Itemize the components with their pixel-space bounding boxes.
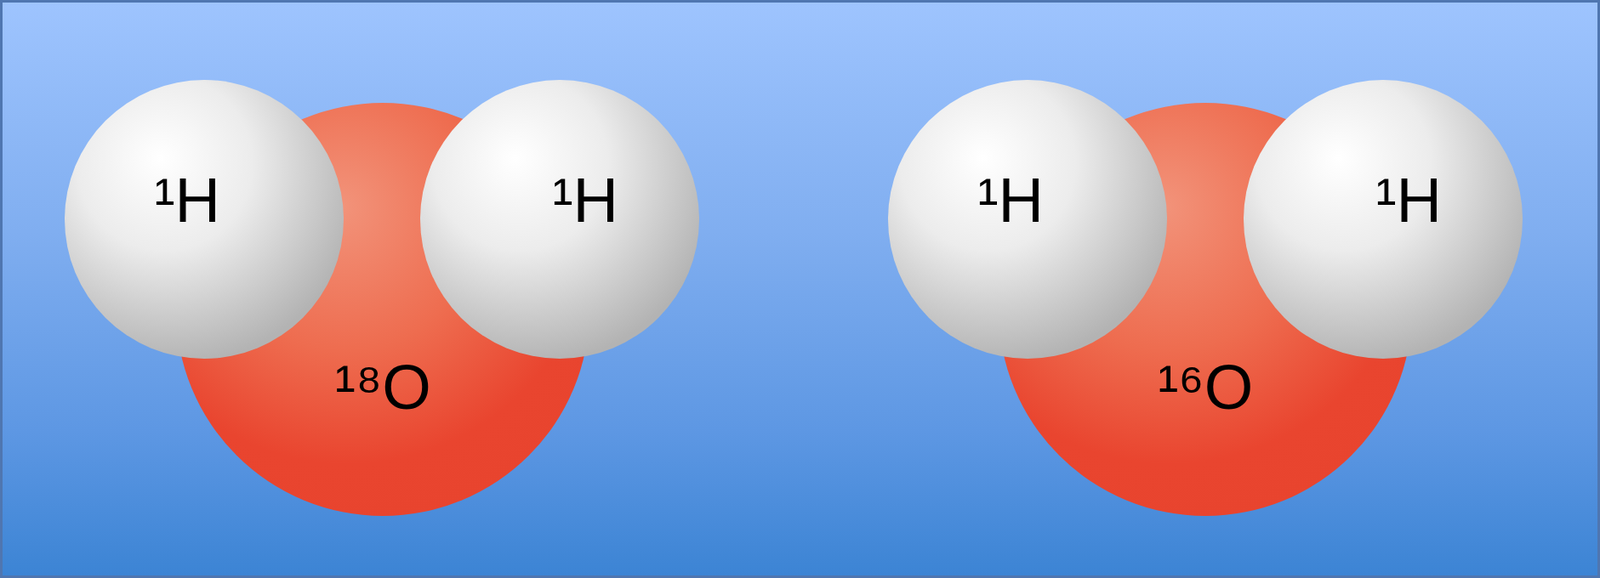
- atom-label: ¹H: [1269, 169, 1549, 233]
- atom-label: ¹H: [47, 169, 327, 233]
- atom-label: ¹H: [871, 169, 1151, 233]
- hydrogen-atom: ¹H: [420, 79, 700, 359]
- hydrogen-atom: ¹H: [64, 79, 344, 359]
- atom-label: ¹⁸O: [176, 356, 590, 420]
- atom-label: ¹H: [445, 169, 725, 233]
- atom-circle: [176, 102, 590, 517]
- hydrogen-atom: ¹H: [888, 79, 1168, 359]
- atom-circle: [998, 102, 1413, 517]
- atom-label: ¹⁶O: [998, 356, 1413, 420]
- hydrogen-atom: ¹H: [1243, 79, 1523, 359]
